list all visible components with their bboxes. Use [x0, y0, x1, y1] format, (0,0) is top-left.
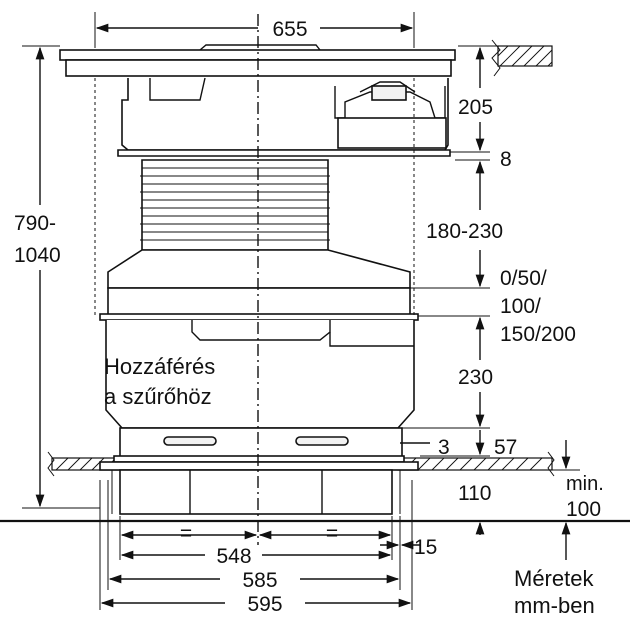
units-label-line1: Méretek — [514, 566, 594, 591]
wall-hatch — [491, 39, 553, 77]
dim-top-width: 655 — [272, 18, 307, 41]
dim-lower-height: 230 — [458, 366, 493, 389]
dim-spacer-2: 100/ — [500, 295, 541, 318]
dim-inner-width: 548 — [216, 545, 251, 568]
dim-spacer-1: 0/50/ — [500, 267, 547, 290]
dim-side-offset: 15 — [414, 536, 437, 559]
worktop — [47, 451, 555, 477]
dim-spacer-3: 150/200 — [500, 323, 576, 346]
dim-equal-right: = — [326, 522, 338, 545]
filter-access-label-line2: a szűrőhöz — [104, 384, 212, 409]
dim-small-offset: 3 — [438, 436, 450, 459]
dim-height-range-2: 1040 — [14, 244, 61, 267]
filter-access-label-line1: Hozzáférés — [104, 354, 215, 379]
dim-top-height: 205 — [458, 96, 493, 119]
dim-duct-range: 180-230 — [426, 220, 503, 243]
dim-equal-left: = — [180, 522, 192, 545]
dim-min-label: min. — [566, 473, 604, 495]
dim-outer-width: 595 — [247, 593, 282, 616]
dim-base-height: 110 — [458, 482, 491, 505]
base-plinth — [111, 469, 401, 515]
dimension-lines — [35, 23, 571, 608]
dim-height-range-1: 790- — [14, 212, 56, 235]
extension-lines — [22, 12, 580, 610]
units-label-line2: mm-ben — [514, 593, 595, 618]
dim-gap: 8 — [500, 148, 512, 171]
dim-mid-width: 585 — [242, 569, 277, 592]
dim-min-value: 100 — [566, 498, 601, 521]
dim-lip-height: 57 — [494, 436, 517, 459]
flex-duct — [140, 159, 330, 251]
upper-housing — [117, 77, 451, 157]
main-body — [99, 249, 419, 459]
